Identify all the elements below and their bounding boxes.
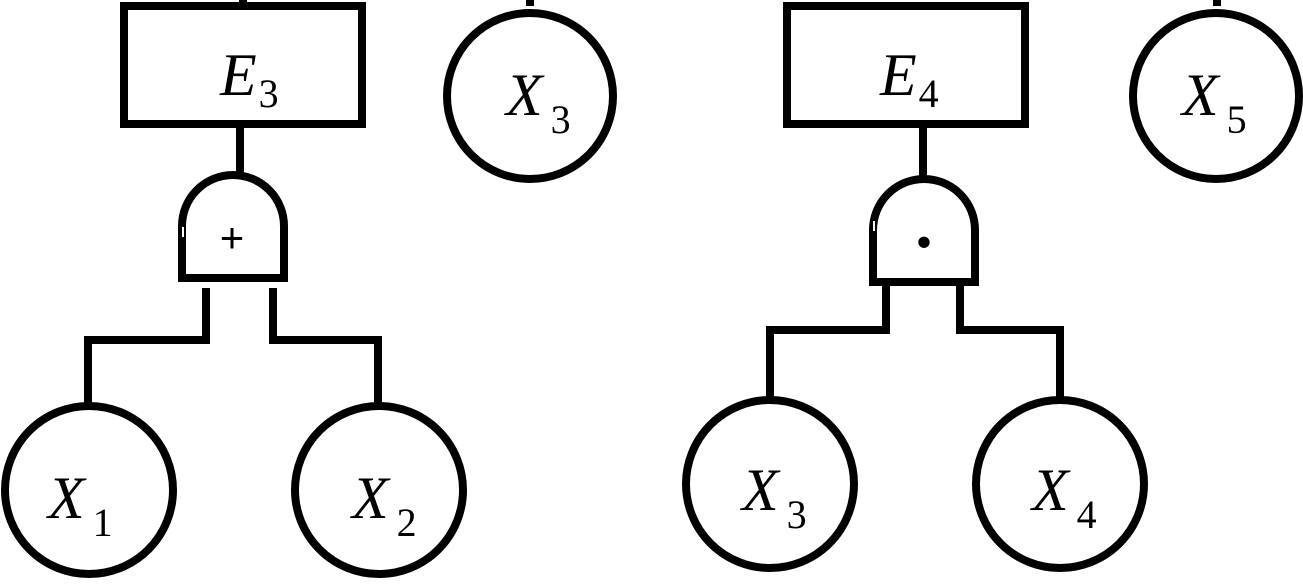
or-gate-symbol: + xyxy=(220,214,245,261)
node-x3-side xyxy=(443,9,617,183)
connector-gate-x1 xyxy=(84,288,210,405)
node-x1 xyxy=(1,402,177,578)
event-label-e3: E3 xyxy=(219,42,279,116)
node-x2 xyxy=(291,402,467,578)
and-gate xyxy=(869,175,979,286)
node-x4 xyxy=(972,396,1148,572)
event-label-e4: E4 xyxy=(879,42,939,116)
connector-gate-x2 xyxy=(269,288,382,405)
or-gate xyxy=(178,171,288,282)
node-x5-side xyxy=(1129,9,1303,183)
connector-gate-x3 xyxy=(766,284,890,402)
event-box-e3 xyxy=(120,2,366,128)
event-box-e4 xyxy=(783,2,1029,128)
and-gate-symbol: • xyxy=(917,218,932,265)
node-x3-child xyxy=(682,396,858,572)
connector-gate-x4 xyxy=(956,284,1064,402)
